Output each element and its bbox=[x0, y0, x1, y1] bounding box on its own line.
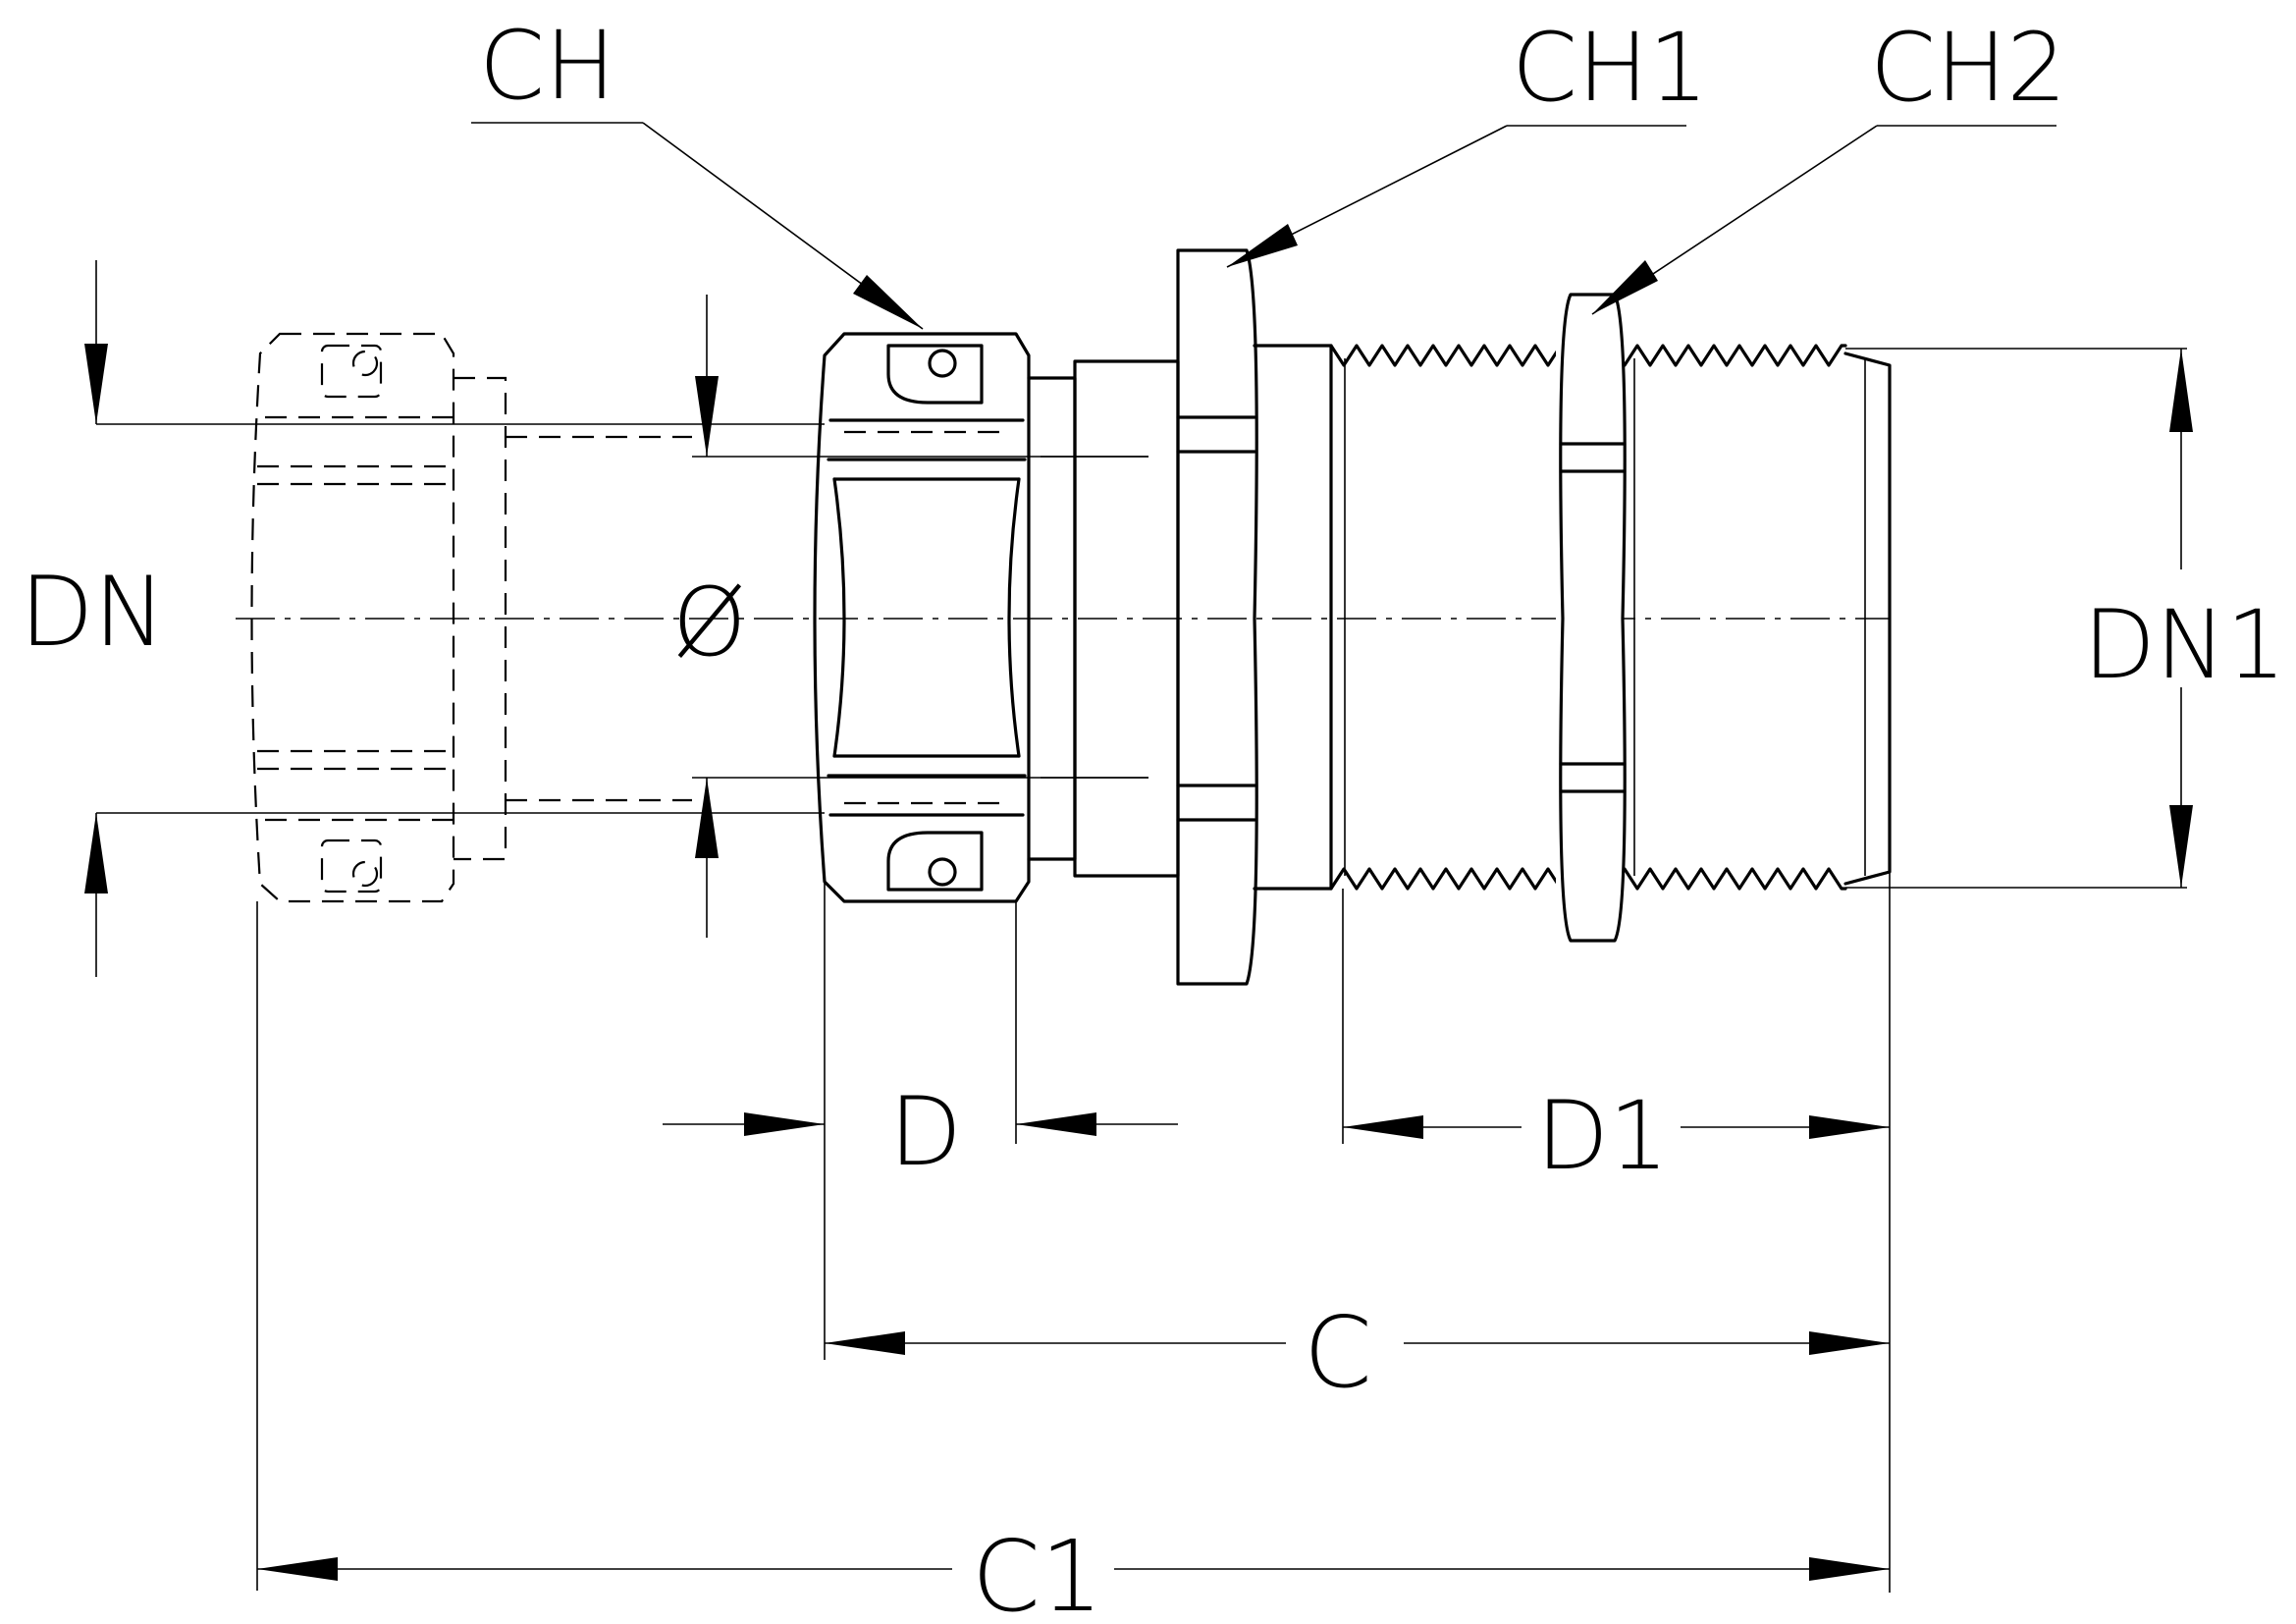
c1-arrow-right bbox=[1809, 1557, 1890, 1581]
ch1-label: CH1 bbox=[1512, 13, 1708, 123]
c1-dimension: C1 bbox=[256, 901, 1890, 1624]
ch-leader-arrow bbox=[853, 275, 923, 329]
dn1-arrow-bottom bbox=[2169, 805, 2193, 888]
c-arrow-right bbox=[1809, 1331, 1890, 1355]
dn1-dimension: DN1 bbox=[1845, 348, 2286, 889]
lock-nut-ch2 bbox=[1556, 293, 1627, 943]
ch2-leader-arrow bbox=[1592, 260, 1658, 314]
ch2-label: CH2 bbox=[1870, 13, 2066, 123]
ch-leader: CH bbox=[471, 11, 924, 330]
c-dimension: C bbox=[825, 1295, 1890, 1410]
d1-arrow-left bbox=[1343, 1115, 1423, 1139]
threaded-body bbox=[1253, 344, 1892, 891]
c-label: C bbox=[1304, 1295, 1372, 1410]
d1-dimension: D1 bbox=[1342, 872, 1891, 1593]
ch-label: CH bbox=[479, 11, 615, 121]
diameter-arrow-bottom bbox=[695, 778, 719, 858]
dn-label: DN bbox=[20, 557, 166, 669]
dn1-arrow-top bbox=[2169, 349, 2193, 432]
diameter-label: Ø bbox=[672, 568, 747, 677]
ch1-leader: CH1 bbox=[1226, 13, 1708, 268]
d-arrow-left bbox=[744, 1112, 825, 1136]
d-dimension: D bbox=[663, 882, 1178, 1360]
diameter-dimension: Ø bbox=[672, 295, 1148, 938]
ch2-leader: CH2 bbox=[1591, 13, 2066, 315]
d1-label: D1 bbox=[1536, 1081, 1669, 1191]
top-pin bbox=[928, 349, 957, 378]
dn-arrow-top bbox=[84, 344, 108, 424]
c1-label: C1 bbox=[972, 1519, 1102, 1624]
dn1-label: DN1 bbox=[2083, 590, 2286, 700]
coupling-body bbox=[813, 332, 1077, 903]
dn-dimension: DN bbox=[20, 260, 825, 977]
d1-arrow-right bbox=[1809, 1115, 1890, 1139]
ghost-coupling-outline bbox=[250, 332, 692, 903]
d-label: D bbox=[889, 1077, 962, 1187]
flange-nut-ch1 bbox=[1176, 248, 1258, 986]
c-arrow-left bbox=[825, 1331, 905, 1355]
dn-arrow-bottom bbox=[84, 813, 108, 893]
diameter-arrow-top bbox=[695, 376, 719, 457]
ch1-leader-arrow bbox=[1227, 224, 1298, 267]
c1-arrow-left bbox=[257, 1557, 338, 1581]
d-arrow-right bbox=[1016, 1112, 1096, 1136]
bottom-pin bbox=[928, 857, 957, 887]
